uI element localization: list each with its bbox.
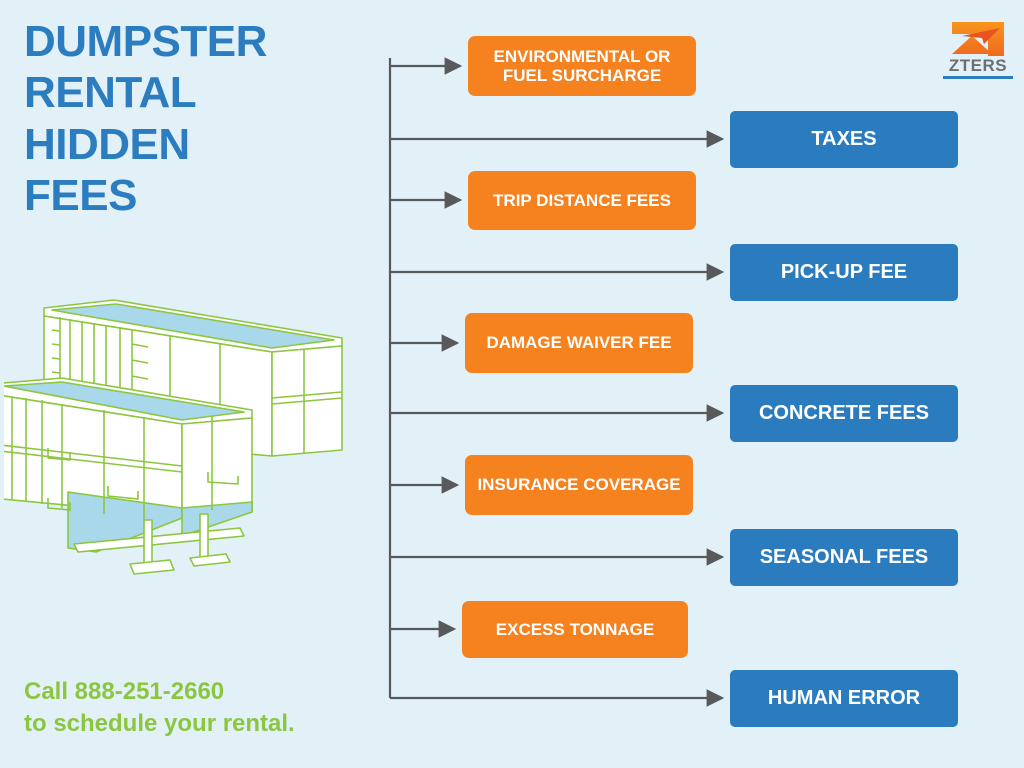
fee-node-taxes[interactable]: TAXES <box>730 111 958 168</box>
title-line-3: HIDDEN <box>24 119 190 169</box>
fee-node-seasonal-fees[interactable]: SEASONAL FEES <box>730 529 958 586</box>
cta-phone-line: Call 888-251-2660 <box>24 678 225 705</box>
fee-node-environmental-or-fuel-surcharge[interactable]: ENVIRONMENTAL OR FUEL SURCHARGE <box>468 36 696 96</box>
fee-node-excess-tonnage[interactable]: EXCESS TONNAGE <box>462 601 688 658</box>
dumpster-illustration <box>4 299 343 575</box>
logo-underline-bar <box>943 76 1013 79</box>
fee-node-damage-waiver-fee[interactable]: DAMAGE WAIVER FEE <box>465 313 693 373</box>
fee-node-human-error[interactable]: HUMAN ERROR <box>730 670 958 727</box>
fee-node-concrete-fees[interactable]: CONCRETE FEES <box>730 385 958 442</box>
title-line-1: DUMPSTER <box>24 17 267 66</box>
fee-node-pick-up-fee[interactable]: PICK-UP FEE <box>730 244 958 301</box>
fee-node-insurance-coverage[interactable]: INSURANCE COVERAGE <box>465 455 693 515</box>
title-line-4: FEES <box>24 171 137 221</box>
zters-z-arrow-mark <box>952 22 1004 56</box>
title-line-2: RENTAL <box>24 68 197 118</box>
zters-wordmark: ZTERS <box>948 56 1008 75</box>
fee-node-trip-distance-fees[interactable]: TRIP DISTANCE FEES <box>468 171 696 230</box>
cta-schedule-line: to schedule your rental. <box>24 709 295 737</box>
page-title: DUMPSTER RENTAL HIDDEN FEES <box>24 16 364 222</box>
zters-logo[interactable]: ZTERS <box>940 20 1016 82</box>
call-to-action: Call 888-251-2660 to schedule your renta… <box>24 676 374 739</box>
